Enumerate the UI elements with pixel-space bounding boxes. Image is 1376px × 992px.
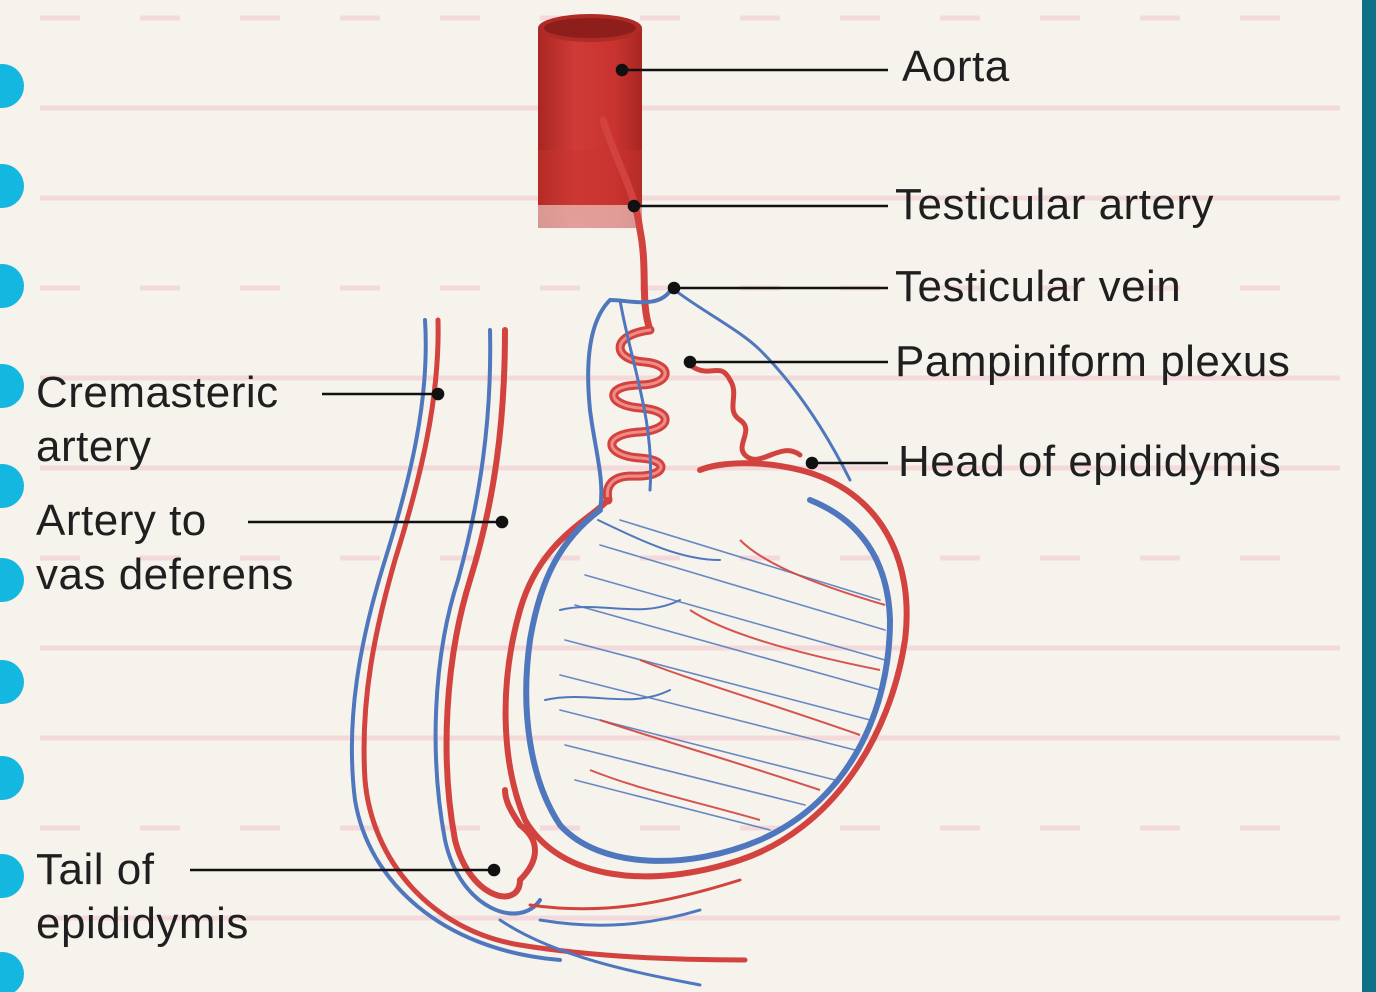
label-tail-of-epididymis-line1: Tail of xyxy=(36,843,154,897)
label-artery-to-vas-line2: vas deferens xyxy=(36,548,294,602)
label-artery-to-vas-line1: Artery to xyxy=(36,494,207,548)
binder-holes xyxy=(0,64,24,992)
label-tail-of-epididymis-line2: epididymis xyxy=(36,897,249,951)
binder-hole-icon xyxy=(0,756,24,800)
binder-hole-icon xyxy=(0,164,24,208)
spermatic-cord-vessels xyxy=(352,320,745,985)
label-head-of-epididymis: Head of epididymis xyxy=(898,435,1281,489)
binder-right-edge xyxy=(1362,0,1376,992)
label-pampiniform-plexus: Pampiniform plexus xyxy=(895,335,1290,389)
veins xyxy=(526,288,890,861)
label-testicular-vein: Testicular vein xyxy=(895,260,1181,314)
binder-hole-icon xyxy=(0,64,24,108)
binder-hole-icon xyxy=(0,364,24,408)
binder-hole-icon xyxy=(0,952,24,992)
binder-hole-icon xyxy=(0,558,24,602)
label-cremasteric-artery-line2: artery xyxy=(36,420,151,474)
binder-hole-icon xyxy=(0,264,24,308)
binder-hole-icon xyxy=(0,854,24,898)
label-testicular-artery: Testicular artery xyxy=(895,178,1214,232)
binder-hole-icon xyxy=(0,464,24,508)
label-aorta: Aorta xyxy=(902,40,1010,94)
binder-hole-icon xyxy=(0,660,24,704)
label-cremasteric-artery-line1: Cremasteric xyxy=(36,366,279,420)
